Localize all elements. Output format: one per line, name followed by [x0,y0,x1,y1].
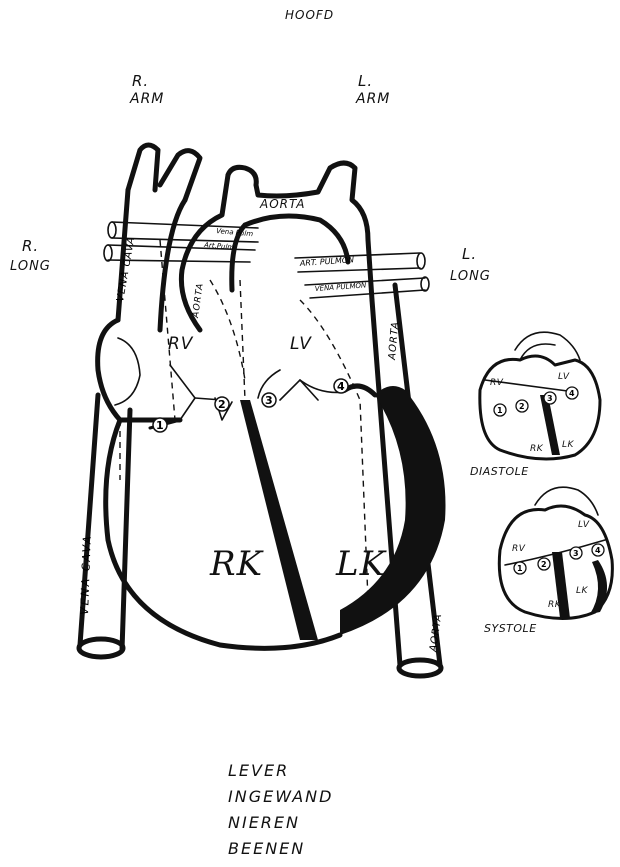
organ-list-item: NIEREN [228,810,333,836]
rv-label: RV [168,335,193,353]
left-lung-label-2: LONG [450,268,491,286]
left-arm-label-2: ARM [356,90,390,108]
left-arm-label-1: L. [358,72,373,90]
diastole-lv-label: LV [558,368,570,386]
lv-label: LV [290,335,312,353]
systole-rv-label: RV [512,540,525,558]
diastole-rk-label: RK [530,440,543,458]
systole-caption: SYSTOLE [484,620,537,638]
aorta-right-lower-label: AORTA [428,613,444,654]
right-lung-label-2: LONG [10,258,51,276]
valve-number-3: 3 [265,394,273,407]
systole-rk-label: RK [548,596,561,614]
valve-number-1: 1 [156,419,164,432]
diastole-number-3: 3 [547,394,553,403]
diastole-number-1: 1 [497,406,503,415]
organ-list-item: LEVER [228,758,333,784]
vena-pulm-left-label: Vena Pulm [216,227,254,238]
right-lung-label-1: R. [22,237,39,255]
vena-pulmon-right-label: VENA PULMON [315,281,368,293]
head-label: HOOFD [285,6,334,24]
rk-label: RK [210,555,263,573]
organ-list-item: INGEWAND [228,784,333,810]
diastole-rv-label: RV [490,374,503,392]
systole-lk-label: LK [576,582,588,600]
lk-label: LK [336,555,386,573]
organ-list-item: BEENEN [228,836,333,862]
aorta-top-label: AORTA [260,195,305,213]
diastole-lk-label: LK [562,436,574,454]
systole-number-3: 3 [573,549,579,558]
right-arm-label-1: R. [132,72,149,90]
valve-number-4: 4 [337,380,345,393]
systole-number-1: 1 [517,564,523,573]
left-lung-label-1: L. [462,245,477,263]
valve-number-2: 2 [218,398,226,411]
aorta-left-label: AORTA [191,282,206,319]
vena-cava-lower-label: VENA CAVA [78,534,94,615]
aorta-right-upper-label: AORTA [387,321,401,362]
diastole-number-2: 2 [519,402,525,411]
systole-number-4: 4 [595,546,601,555]
right-arm-label-2: ARM [130,90,164,108]
diastole-number-4: 4 [569,389,575,398]
diastole-caption: DIASTOLE [470,463,529,481]
organ-list: LEVER INGEWAND NIEREN BEENEN [228,758,333,862]
arm-vessels-right [128,145,200,200]
systole-number-2: 2 [541,560,547,569]
systole-lv-label: LV [578,516,590,534]
art-pulm-left-label: Art.Pulm [203,241,235,252]
